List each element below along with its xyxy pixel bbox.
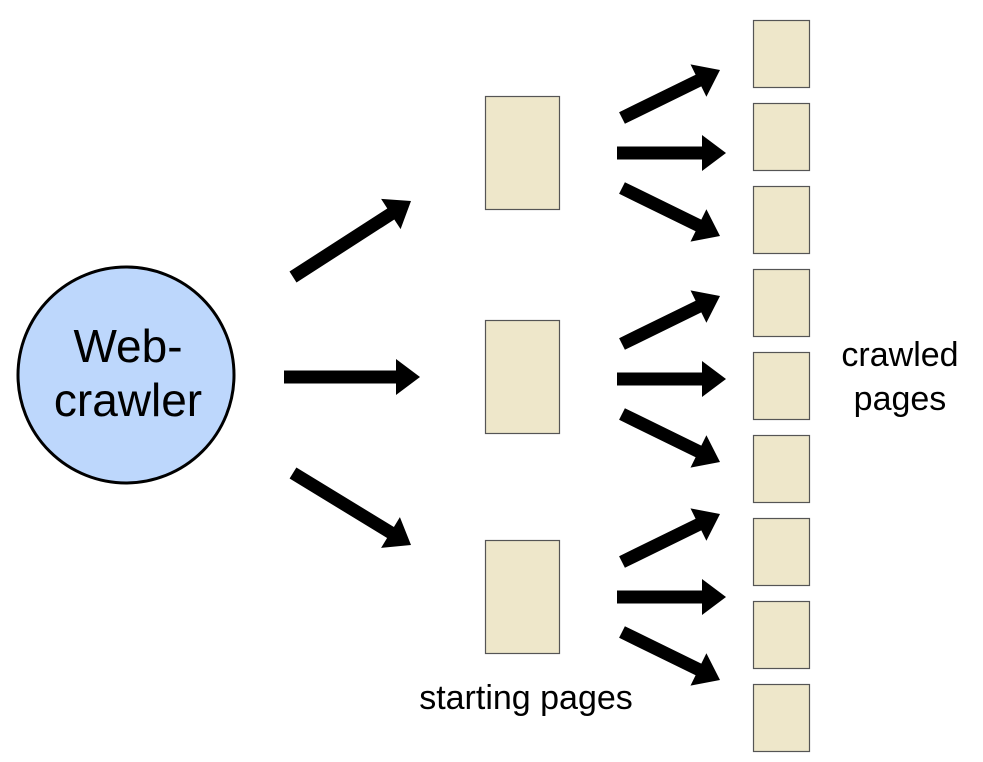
- crawled-page-8: [752, 600, 811, 670]
- crawled-pages-label-line2: pages: [854, 380, 947, 418]
- crawled-page-7: [752, 517, 811, 587]
- starting-page-2: [484, 319, 561, 435]
- crawler-label-line2: crawler: [54, 374, 202, 426]
- start-3-to-crawled-arrow-3: [619, 626, 720, 686]
- start-3-to-crawled-arrow-2: [617, 579, 726, 615]
- crawler-node: Web- crawler: [16, 265, 236, 485]
- crawler-label-line1: Web-: [73, 320, 182, 372]
- start-1-to-crawled-arrow-1: [619, 64, 720, 124]
- crawled-page-5: [752, 351, 811, 421]
- start-1-to-crawled-arrow-2: [617, 135, 726, 171]
- starting-pages-group: [484, 95, 561, 655]
- start-2-to-crawled-arrow-1: [619, 290, 720, 350]
- crawled-page-6: [752, 434, 811, 504]
- crawled-pages-label-line1: crawled: [841, 336, 958, 374]
- crawled-page-9: [752, 683, 811, 753]
- arrows-layer: [284, 64, 726, 686]
- crawled-page-2: [752, 102, 811, 172]
- crawled-page-1: [752, 19, 811, 89]
- crawler-to-start-arrow-3: [289, 467, 411, 548]
- start-2-to-crawled-arrow-2: [617, 361, 726, 397]
- starting-page-1: [484, 95, 561, 211]
- start-1-to-crawled-arrow-3: [619, 182, 720, 242]
- start-3-to-crawled-arrow-1: [619, 508, 720, 568]
- crawler-to-start-arrow-1: [289, 198, 411, 283]
- crawled-page-3: [752, 185, 811, 255]
- starting-pages-label: starting pages: [419, 679, 633, 717]
- starting-page-3: [484, 539, 561, 655]
- crawler-to-start-arrow-2: [284, 359, 420, 395]
- crawled-page-4: [752, 268, 811, 338]
- crawled-pages-group: [752, 19, 811, 753]
- start-2-to-crawled-arrow-3: [619, 408, 720, 468]
- crawler-circle: [16, 265, 236, 485]
